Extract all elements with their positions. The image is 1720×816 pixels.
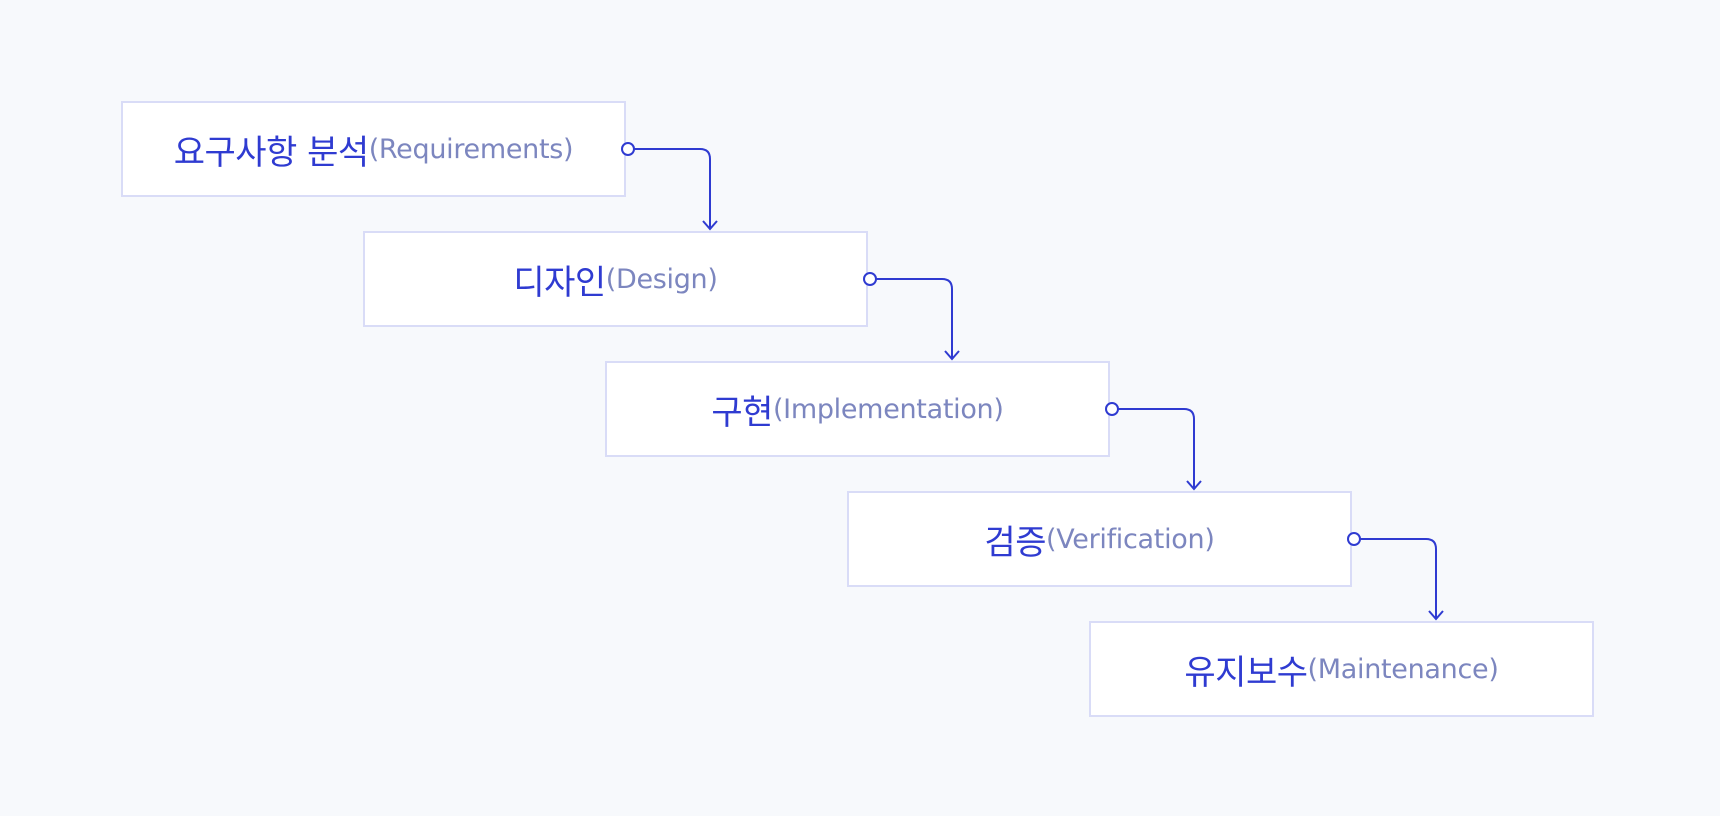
stage-korean-label: 구현	[711, 392, 773, 433]
connector-start-dot	[863, 272, 877, 286]
arrowhead-icon	[944, 350, 960, 361]
connector-line	[633, 148, 711, 229]
arrowhead-icon	[1186, 480, 1202, 491]
stage-english-label: (Verification)	[1045, 523, 1215, 555]
connector-line	[875, 278, 953, 359]
arrowhead-icon	[1428, 610, 1444, 621]
stage-implementation: 구현(Implementation)	[605, 361, 1110, 457]
connector-requirements-design	[621, 142, 718, 231]
stage-verification: 검증(Verification)	[847, 491, 1352, 587]
connector-start-dot	[621, 142, 635, 156]
stage-english-label: (Maintenance)	[1307, 653, 1499, 685]
arrowhead-icon	[702, 220, 718, 231]
connector-start-dot	[1105, 402, 1119, 416]
connector-design-implementation	[863, 272, 960, 361]
stage-korean-label: 요구사항 분석	[173, 132, 370, 173]
connector-implementation-verification	[1105, 402, 1202, 491]
connector-verification-maintenance	[1347, 532, 1444, 621]
stage-maintenance: 유지보수(Maintenance)	[1089, 621, 1594, 717]
stage-requirements: 요구사항 분석(Requirements)	[121, 101, 626, 197]
stage-english-label: (Design)	[605, 263, 718, 295]
connector-line	[1359, 538, 1437, 619]
stage-english-label: (Implementation)	[772, 393, 1004, 425]
stage-english-label: (Requirements)	[368, 133, 574, 165]
stage-korean-label: 검증	[984, 522, 1046, 563]
stage-korean-label: 디자인	[513, 262, 606, 303]
connector-line	[1117, 408, 1195, 489]
stage-korean-label: 유지보수	[1184, 652, 1308, 693]
connector-start-dot	[1347, 532, 1361, 546]
